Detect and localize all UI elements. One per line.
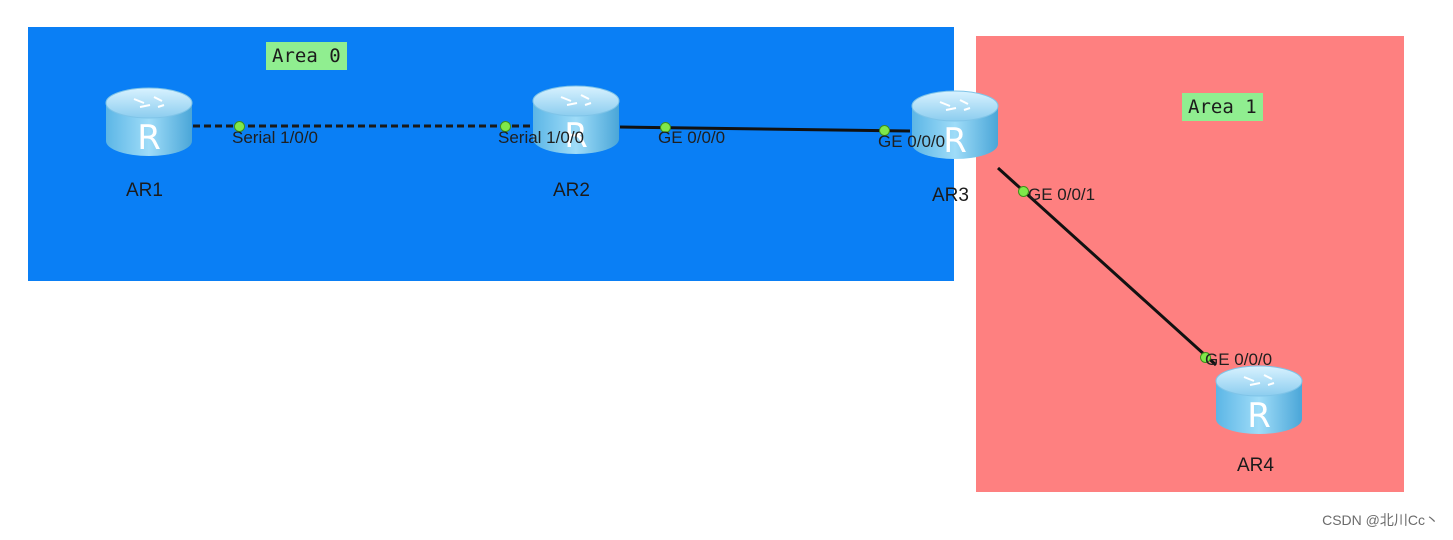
router-ar2-label: AR2 [553, 180, 590, 201]
area-1-label: Area 1 [1182, 93, 1263, 121]
area-0-region [28, 27, 954, 281]
port-label-ar3-ge1: GE 0/0/1 [1028, 185, 1096, 204]
area-0-label: Area 0 [266, 42, 347, 70]
port-label-ar3-ge0: GE 0/0/0 [878, 132, 946, 151]
port-dot-ar1-serial [234, 121, 245, 132]
port-dot-ar4-ge [1200, 352, 1211, 363]
port-dot-ar3-ge0 [879, 125, 890, 136]
watermark: CSDN @北川Cc丶 [1322, 512, 1439, 528]
router-icon: R [1215, 365, 1303, 436]
router-ar3[interactable]: R [910, 86, 1000, 164]
port-dot-ar2-ge [660, 122, 671, 133]
router-ar1-label: AR1 [126, 180, 163, 201]
router-ar4-label: AR4 [1237, 455, 1274, 476]
port-label-ar2-serial: Serial 1/0/0 [498, 128, 584, 147]
router-icon: R [532, 85, 620, 156]
svg-text:R: R [137, 118, 161, 158]
port-dot-ar2-serial [500, 121, 511, 132]
port-label-ar2-ge: GE 0/0/0 [658, 128, 726, 147]
svg-text:R: R [943, 121, 967, 161]
svg-text:R: R [564, 116, 588, 156]
router-icon: R [105, 87, 193, 158]
router-ar2[interactable]: R [531, 81, 621, 159]
router-ar1[interactable]: R [104, 83, 194, 161]
port-dot-ar3-ge1 [1018, 186, 1029, 197]
port-label-ar4-ge: GE 0/0/0 [1205, 350, 1273, 369]
router-icon: R [911, 90, 999, 161]
port-label-ar1-serial: Serial 1/0/0 [232, 128, 318, 147]
svg-text:R: R [1247, 396, 1271, 436]
router-ar4[interactable]: R [1214, 361, 1304, 439]
router-ar3-label: AR3 [932, 185, 969, 206]
link-ar3-ar4[interactable] [996, 166, 1218, 367]
